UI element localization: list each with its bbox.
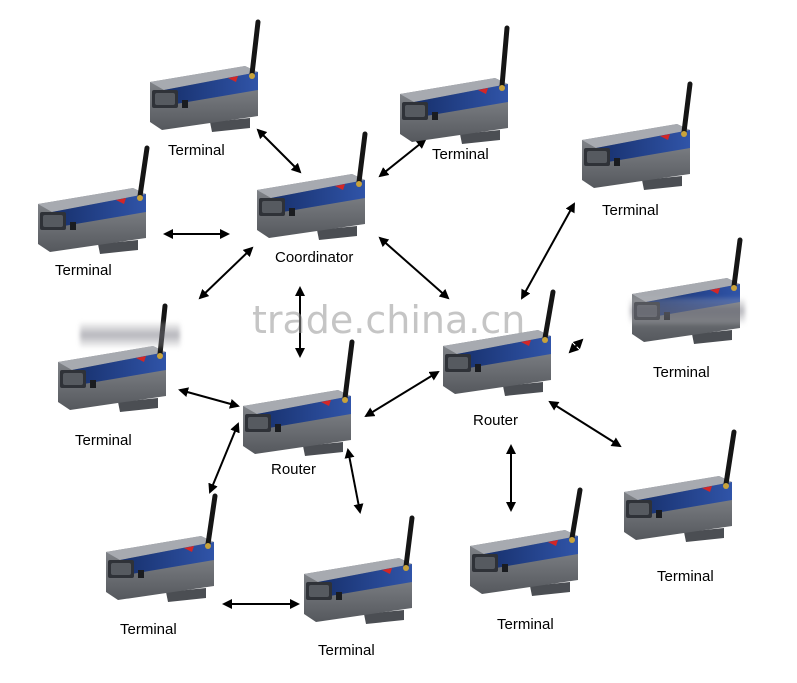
antenna-icon bbox=[356, 131, 368, 185]
device-t9-icon bbox=[470, 530, 578, 596]
node-label-t6: Terminal bbox=[75, 432, 132, 449]
watermark: trade.china.cn bbox=[252, 298, 526, 342]
link-arrow-r2-t11 bbox=[548, 400, 622, 448]
antenna-connector-icon bbox=[542, 337, 548, 343]
node-label-t3: Terminal bbox=[432, 146, 489, 163]
link-arrow-r2-t5 bbox=[521, 202, 575, 300]
link-arrow-r1-t7 bbox=[208, 422, 240, 494]
node-label-t11: Terminal bbox=[657, 568, 714, 585]
node-label-t9: Terminal bbox=[497, 616, 554, 633]
node-label-t8: Terminal bbox=[318, 642, 375, 659]
node-label-r2: Router bbox=[473, 412, 519, 429]
antenna-icon bbox=[542, 289, 556, 341]
device-t4-icon bbox=[582, 124, 690, 190]
node-label-t4: Terminal bbox=[602, 202, 659, 219]
node-label-r1: Router bbox=[271, 461, 317, 478]
device-t7-icon bbox=[106, 536, 214, 602]
antenna-icon bbox=[205, 493, 218, 547]
antenna-connector-icon bbox=[249, 73, 255, 79]
node-label-t2: Terminal bbox=[55, 262, 112, 279]
device-t8-icon bbox=[304, 558, 412, 624]
link-arrow-r1-r2 bbox=[364, 370, 440, 418]
link-arrow-t3-coord bbox=[378, 138, 427, 178]
antenna-icon bbox=[569, 487, 583, 541]
antenna-connector-icon bbox=[342, 397, 348, 403]
device-t2-icon bbox=[38, 188, 146, 254]
arrow-coord-left bbox=[198, 246, 254, 300]
device-t3-icon bbox=[400, 78, 508, 144]
antenna-icon bbox=[723, 429, 737, 487]
antenna-icon bbox=[342, 339, 355, 401]
device-t11-icon bbox=[624, 476, 732, 542]
antenna-icon bbox=[499, 25, 510, 89]
node-label-t7: Terminal bbox=[120, 621, 177, 638]
antenna-icon bbox=[137, 145, 150, 199]
arrow-r2-right bbox=[568, 338, 584, 354]
device-t1-icon bbox=[150, 66, 258, 132]
antenna-connector-icon bbox=[137, 195, 143, 201]
antenna-connector-icon bbox=[499, 85, 505, 91]
antenna-connector-icon bbox=[205, 543, 211, 549]
node-label-t1: Terminal bbox=[168, 142, 225, 159]
link-arrow-r1-t8 bbox=[344, 448, 364, 514]
link-arrow-coord-r2 bbox=[378, 236, 450, 300]
link-arrow-t6-r1 bbox=[178, 387, 240, 409]
blur-overlay bbox=[630, 298, 745, 324]
device-t6-icon bbox=[58, 346, 166, 412]
antenna-icon bbox=[681, 81, 693, 135]
device-coord-icon bbox=[257, 174, 365, 240]
antenna-connector-icon bbox=[403, 565, 409, 571]
antenna-connector-icon bbox=[569, 537, 575, 543]
antenna-icon bbox=[731, 237, 743, 289]
antenna-connector-icon bbox=[731, 285, 737, 291]
link-arrow-t1-coord bbox=[256, 128, 302, 174]
device-r2-icon bbox=[443, 330, 551, 396]
antenna-connector-icon bbox=[723, 483, 729, 489]
antenna-icon bbox=[403, 515, 415, 569]
node-label-t5: Terminal bbox=[653, 364, 710, 381]
device-r1-icon bbox=[243, 390, 351, 456]
node-label-coord: Coordinator bbox=[275, 249, 354, 266]
antenna-icon bbox=[249, 19, 261, 77]
antenna-connector-icon bbox=[356, 181, 362, 187]
antenna-connector-icon bbox=[157, 353, 163, 359]
antenna-connector-icon bbox=[681, 131, 687, 137]
blur-overlay bbox=[80, 322, 180, 348]
